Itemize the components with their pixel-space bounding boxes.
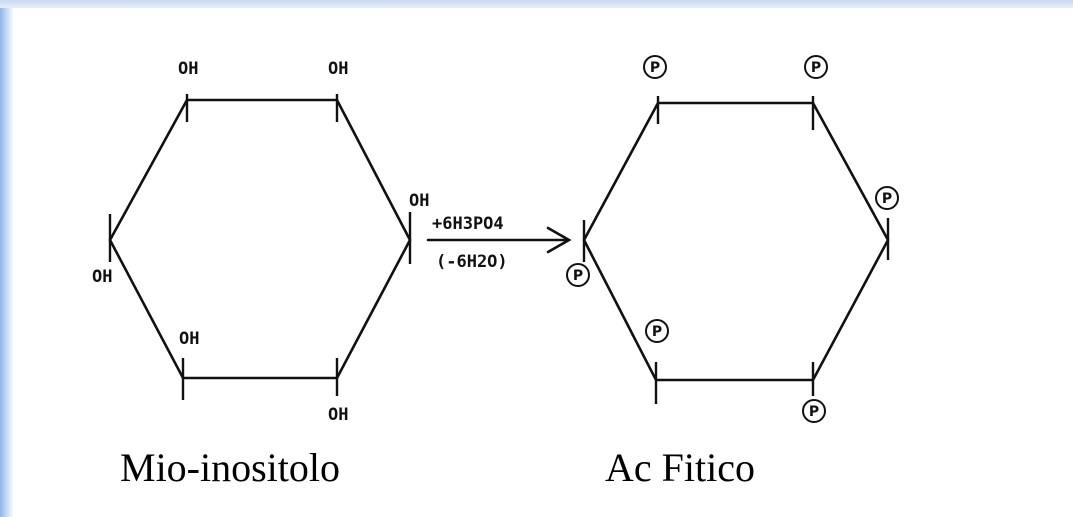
oh-label: OH [92, 267, 112, 287]
oh-label: OH [178, 59, 198, 79]
phosphate-label: P [882, 191, 892, 207]
myo-inositol-hexagon [108, 98, 412, 380]
reagent-label: +6H3PO4 [432, 214, 504, 234]
arrow-head [546, 226, 572, 254]
phosphate-group: P [802, 399, 826, 423]
phosphate-group: P [643, 55, 667, 79]
reaction-arrow [426, 226, 572, 254]
oh-label: OH [328, 59, 348, 79]
phytic-acid-hexagon [582, 101, 890, 382]
myo-inositol-ring [108, 94, 412, 400]
byproduct-label: (-6H2O) [436, 252, 508, 272]
oh-label: OH [328, 405, 348, 425]
phosphate-group: P [645, 319, 669, 343]
phosphate-label: P [811, 60, 821, 76]
slide-top-bar [0, 0, 1073, 8]
phosphate-group: P [804, 55, 828, 79]
oh-label: OH [409, 191, 429, 211]
phosphate-group: P [875, 186, 899, 210]
reactant-caption: Mio-inositolo [120, 445, 340, 490]
phosphate-label: P [652, 324, 662, 340]
oh-label: OH [179, 329, 199, 349]
product-caption: Ac Fitico [605, 445, 755, 490]
phosphate-label: P [809, 404, 819, 420]
phosphate-group: P [566, 263, 590, 287]
phosphate-label: P [650, 60, 660, 76]
phytic-acid-ring [582, 96, 890, 404]
phosphate-label: P [573, 268, 583, 284]
